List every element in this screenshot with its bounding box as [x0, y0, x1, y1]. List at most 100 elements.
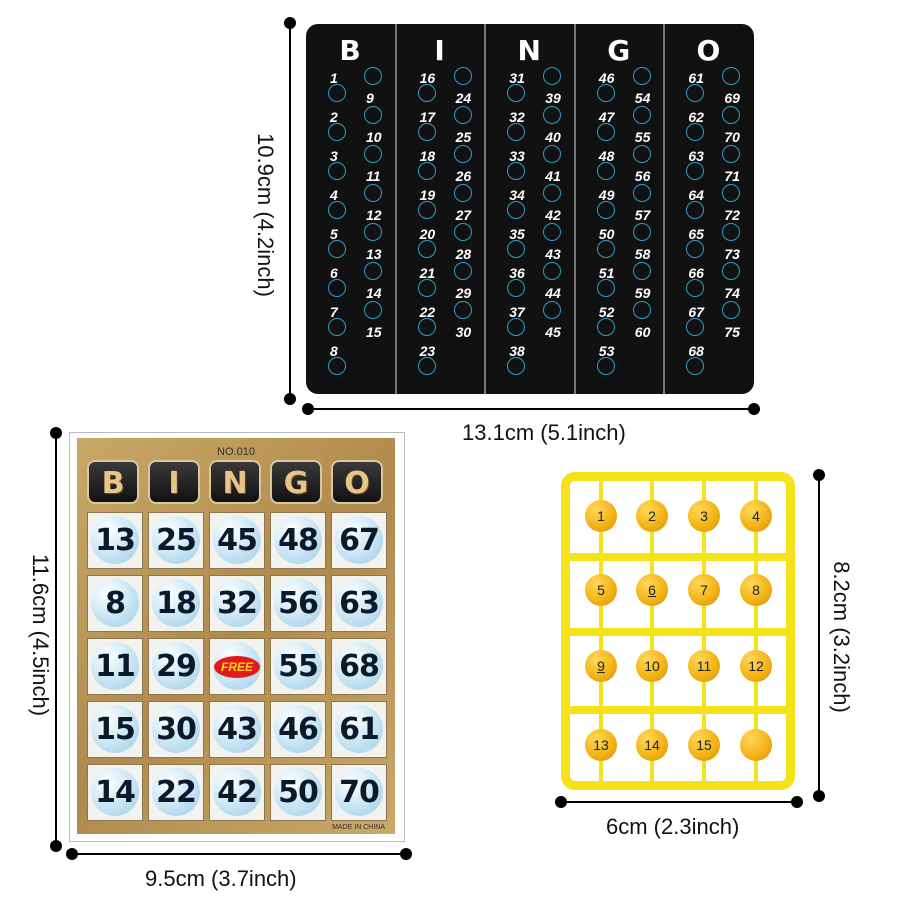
card-cell[interactable]: 55 — [270, 638, 326, 695]
bingo-ball[interactable]: 11 — [688, 650, 720, 682]
card-cell[interactable]: 14 — [87, 764, 143, 821]
board-number: 41 — [545, 168, 561, 184]
bingo-ball[interactable]: 5 — [585, 574, 617, 606]
bingo-ball[interactable]: 7 — [688, 574, 720, 606]
bingo-ball[interactable]: 15 — [688, 729, 720, 761]
bingo-ball[interactable]: 14 — [636, 729, 668, 761]
marker-circle — [722, 301, 741, 319]
bingo-ball[interactable]: 10 — [636, 650, 668, 682]
marker-circle — [417, 279, 436, 297]
cell-ball-graphic — [91, 768, 139, 816]
board-number: 58 — [634, 246, 651, 262]
marker-circle — [328, 201, 346, 219]
board-number: 24 — [455, 90, 472, 106]
card-cell[interactable]: 11 — [87, 638, 143, 695]
bingo-ball[interactable]: 8 — [740, 574, 772, 606]
bingo-ball[interactable] — [740, 729, 772, 761]
board-number: 4 — [330, 187, 338, 203]
balls-width-line — [561, 801, 797, 803]
marker-circle — [453, 106, 472, 124]
bingo-ball[interactable]: 3 — [688, 500, 720, 532]
card-cell[interactable]: 56 — [270, 575, 326, 632]
marker-circle — [632, 184, 651, 202]
board-number: 37 — [509, 304, 525, 320]
marker-circle — [453, 262, 472, 280]
board-number: 63 — [688, 148, 704, 164]
cell-ball-graphic — [274, 579, 322, 627]
card-cell[interactable]: 46 — [270, 701, 326, 758]
marker-circle — [686, 162, 705, 180]
card-cell[interactable]: 30 — [148, 701, 204, 758]
card-cell[interactable]: 13 — [87, 512, 143, 569]
marker-circle — [417, 201, 436, 219]
bingo-ball[interactable]: 1 — [585, 500, 617, 532]
card-cell[interactable]: 70 — [331, 764, 387, 821]
bingo-ball[interactable]: 9 — [585, 650, 617, 682]
board-height-top-dot — [284, 17, 296, 29]
card-cell[interactable]: FREE — [209, 638, 265, 695]
card-height-label: 11.6cm (4.5inch) — [28, 553, 53, 717]
card-cell[interactable]: 43 — [209, 701, 265, 758]
card-cell-number: 30 — [156, 712, 197, 747]
cell-ball-graphic — [152, 705, 200, 753]
card-cell[interactable]: 32 — [209, 575, 265, 632]
card-cell[interactable]: 48 — [270, 512, 326, 569]
bingo-ball[interactable]: 4 — [740, 500, 772, 532]
card-cell-number: 14 — [95, 775, 136, 810]
card-cell-number: 48 — [278, 523, 319, 558]
ball-number: 6 — [648, 582, 656, 598]
card-cell[interactable]: 63 — [331, 575, 387, 632]
board-number: 31 — [509, 70, 525, 86]
board-number: 23 — [419, 343, 436, 359]
card-cell[interactable]: 42 — [209, 764, 265, 821]
marker-circle — [596, 84, 615, 102]
marker-circle — [507, 279, 526, 297]
cell-ball-graphic — [335, 579, 383, 627]
marker-circle — [543, 262, 562, 280]
board-number: 45 — [545, 324, 561, 340]
marker-circle — [328, 84, 346, 102]
bingo-ball[interactable]: 6 — [636, 574, 668, 606]
card-cell[interactable]: 15 — [87, 701, 143, 758]
column-separator — [573, 24, 576, 394]
balls-width-label: 6cm (2.3inch) — [606, 814, 740, 839]
card-cell[interactable]: 61 — [331, 701, 387, 758]
card-cell[interactable]: 68 — [331, 638, 387, 695]
card-cell[interactable]: 8 — [87, 575, 143, 632]
frame-sprue — [599, 478, 603, 784]
marker-circle — [328, 123, 346, 141]
card-cell[interactable]: 67 — [331, 512, 387, 569]
board-number: 53 — [598, 343, 615, 359]
marker-circle — [686, 240, 705, 258]
card-cell-number: 32 — [217, 586, 258, 621]
marker-circle — [722, 184, 741, 202]
board-number: 40 — [545, 129, 561, 145]
card-cell[interactable]: 29 — [148, 638, 204, 695]
card-cell-number: 68 — [339, 649, 380, 684]
bingo-ball[interactable]: 12 — [740, 650, 772, 682]
card-cell[interactable]: 22 — [148, 764, 204, 821]
card-cell[interactable]: 25 — [148, 512, 204, 569]
marker-circle — [722, 67, 741, 85]
marker-circle — [596, 162, 615, 180]
board-number: 38 — [509, 343, 525, 359]
bingo-ball[interactable]: 13 — [585, 729, 617, 761]
card-cell[interactable]: 45 — [209, 512, 265, 569]
card-cell[interactable]: 50 — [270, 764, 326, 821]
cell-ball-graphic — [213, 768, 261, 816]
ball-number: 1 — [597, 508, 605, 524]
balls-height-top-dot — [813, 469, 825, 481]
board-number: 21 — [419, 265, 436, 281]
card-cell[interactable]: 18 — [148, 575, 204, 632]
marker-circle — [328, 357, 346, 375]
balls-height-line — [818, 474, 820, 796]
card-cell-number: 22 — [156, 775, 197, 810]
board-number: 5 — [330, 226, 338, 242]
bingo-ball[interactable]: 2 — [636, 500, 668, 532]
card-cell-number: 25 — [156, 523, 197, 558]
board-number: 35 — [509, 226, 525, 242]
board-number: 49 — [598, 187, 615, 203]
marker-circle — [453, 145, 472, 163]
cell-ball-graphic — [213, 705, 261, 753]
